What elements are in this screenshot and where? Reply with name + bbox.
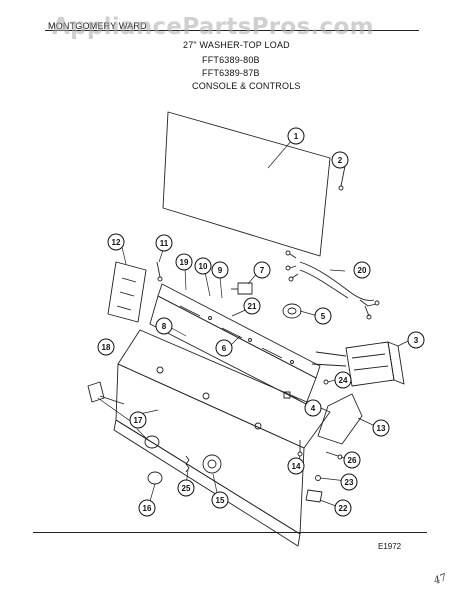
knob-17-upper [87, 381, 125, 405]
knob-16 [147, 471, 163, 485]
model-line-label: 27" WASHER-TOP LOAD [183, 40, 290, 50]
switch-7 [231, 282, 253, 295]
callout-25: 25 [177, 479, 195, 497]
svg-text:15: 15 [216, 496, 225, 505]
callout-5: 5 [314, 307, 332, 325]
svg-text:4: 4 [311, 404, 316, 413]
rotary-switch-5 [282, 303, 302, 319]
svg-text:14: 14 [292, 462, 301, 471]
callout-11: 11 [155, 234, 173, 252]
callout-20: 20 [353, 261, 371, 279]
svg-text:12: 12 [112, 238, 121, 247]
left-end-bracket [107, 261, 147, 323]
svg-text:16: 16 [143, 504, 152, 513]
diagram-code: E1972 [378, 542, 402, 551]
right-end-cap [317, 393, 363, 445]
knob-17-lower [144, 435, 160, 449]
svg-text:11: 11 [160, 239, 169, 248]
clip-4 [283, 391, 291, 399]
svg-text:23: 23 [345, 478, 354, 487]
callout-2: 2 [331, 151, 349, 169]
part-number-2: FFT6389-87B [202, 68, 260, 78]
watermark: AppliancePartsPros.com [52, 14, 374, 40]
callout-17: 17 [129, 411, 147, 429]
callout-4: 4 [304, 399, 322, 417]
callout-22: 22 [334, 499, 352, 517]
screw-2 [338, 165, 346, 191]
svg-text:26: 26 [348, 456, 357, 465]
svg-text:8: 8 [162, 322, 167, 331]
callout-10: 10 [194, 257, 212, 275]
svg-text:13: 13 [377, 424, 386, 433]
svg-text:9: 9 [218, 266, 223, 275]
svg-text:3: 3 [414, 336, 419, 345]
callout-19: 19 [175, 253, 193, 271]
screw-23 [315, 475, 321, 481]
callout-3: 3 [407, 331, 425, 349]
callout-15: 15 [211, 491, 229, 509]
screw-11 [156, 261, 163, 282]
svg-text:17: 17 [134, 416, 143, 425]
timer-3 [311, 341, 405, 387]
header-top-rule [45, 30, 419, 31]
callout-18: 18 [97, 338, 115, 356]
callout-23: 23 [340, 473, 358, 491]
svg-text:10: 10 [199, 262, 208, 271]
callout-21: 21 [243, 297, 261, 315]
bracket-22 [305, 489, 323, 503]
knob-15 [202, 454, 222, 474]
callout-12: 12 [107, 233, 125, 251]
callout-6: 6 [215, 339, 233, 357]
callout-16: 16 [138, 499, 156, 517]
svg-text:21: 21 [248, 302, 257, 311]
callout-8: 8 [155, 317, 173, 335]
svg-text:1: 1 [294, 132, 299, 141]
callout-7: 7 [253, 261, 271, 279]
svg-text:24: 24 [339, 376, 348, 385]
callout-14: 14 [287, 457, 305, 475]
svg-text:22: 22 [339, 504, 348, 513]
screw-26 [325, 451, 343, 460]
spring-25 [185, 455, 190, 473]
svg-text:5: 5 [321, 312, 326, 321]
wire-harness [285, 250, 380, 320]
callout-24: 24 [334, 371, 352, 389]
callout-26: 26 [343, 451, 361, 469]
svg-text:6: 6 [222, 344, 227, 353]
footer-rule [33, 532, 427, 533]
screw-14 [297, 440, 303, 457]
callout-9: 9 [211, 261, 229, 279]
svg-text:18: 18 [102, 343, 111, 352]
section-title: CONSOLE & CONTROLS [192, 81, 301, 91]
console-back-panel [162, 111, 331, 257]
svg-text:20: 20 [358, 266, 367, 275]
svg-text:2: 2 [338, 156, 343, 165]
screw-24 [323, 379, 329, 385]
control-mounting-bracket [149, 283, 321, 405]
svg-text:7: 7 [260, 266, 265, 275]
callout-1: 1 [287, 127, 305, 145]
callout-13: 13 [372, 419, 390, 437]
svg-text:25: 25 [182, 484, 191, 493]
brand-label: MONTGOMERY WARD [48, 21, 147, 31]
svg-text:19: 19 [180, 258, 189, 267]
part-number-1: FFT6389-80B [202, 55, 260, 65]
